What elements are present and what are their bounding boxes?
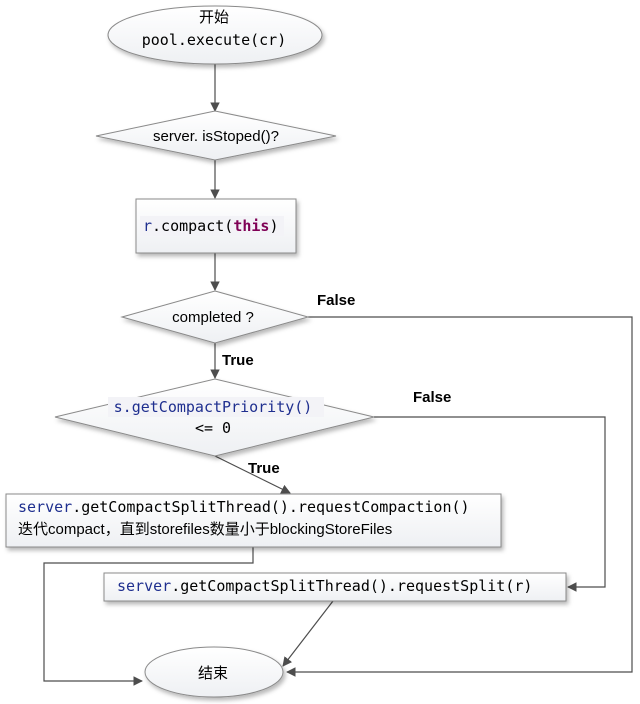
edge-split-to-end bbox=[282, 600, 334, 667]
start-call: pool.execute(cr) bbox=[142, 31, 287, 49]
is-stopped-decision: server. isStoped()? bbox=[95, 110, 337, 161]
start-node: 开始 pool.execute(cr) bbox=[107, 5, 323, 65]
edge-priority-true bbox=[214, 455, 291, 494]
completed-true-label: True bbox=[222, 352, 254, 369]
priority-line2: <= 0 bbox=[195, 419, 231, 437]
edge-compaction-to-end bbox=[43, 547, 254, 686]
edge-completed-false bbox=[286, 316, 633, 677]
is-stopped-text: server. isStoped()? bbox=[153, 128, 279, 145]
priority-true-label: True bbox=[248, 460, 280, 477]
request-split-process: server.getCompactSplitThread().requestSp… bbox=[103, 572, 567, 602]
compact-process: r.compact(this) bbox=[135, 198, 297, 254]
completed-text: completed ? bbox=[172, 309, 254, 326]
request-split-method: .getCompactSplitThread().requestSplit(r) bbox=[171, 577, 532, 595]
start-title: 开始 bbox=[199, 9, 229, 26]
request-compaction-obj: server bbox=[18, 498, 72, 516]
compact-obj: r bbox=[143, 217, 152, 235]
compact-keyword: this bbox=[233, 217, 269, 235]
request-compaction-process: server.getCompactSplitThread().requestCo… bbox=[5, 493, 502, 548]
priority-false-label: False bbox=[413, 389, 451, 406]
priority-line1: s.getCompactPriority() bbox=[114, 398, 313, 416]
end-text: 结束 bbox=[198, 665, 228, 682]
compact-method: .compact( bbox=[152, 217, 233, 235]
completed-false-label: False bbox=[317, 292, 355, 309]
completed-decision: completed ? bbox=[120, 290, 310, 344]
request-split-obj: server bbox=[117, 577, 171, 595]
request-compaction-method: .getCompactSplitThread().requestCompacti… bbox=[72, 498, 469, 516]
priority-decision: s.getCompactPriority() <= 0 bbox=[54, 378, 375, 457]
edge-priority-false bbox=[374, 416, 606, 592]
request-compaction-note: 迭代compact，直到storefiles数量小于blockingStoreF… bbox=[18, 521, 392, 538]
compact-code: r.compact(this) bbox=[143, 217, 278, 235]
end-node: 结束 bbox=[144, 646, 284, 698]
request-compaction-code: server.getCompactSplitThread().requestCo… bbox=[18, 498, 470, 516]
request-split-code: server.getCompactSplitThread().requestSp… bbox=[117, 577, 532, 595]
compact-close: ) bbox=[269, 217, 278, 235]
